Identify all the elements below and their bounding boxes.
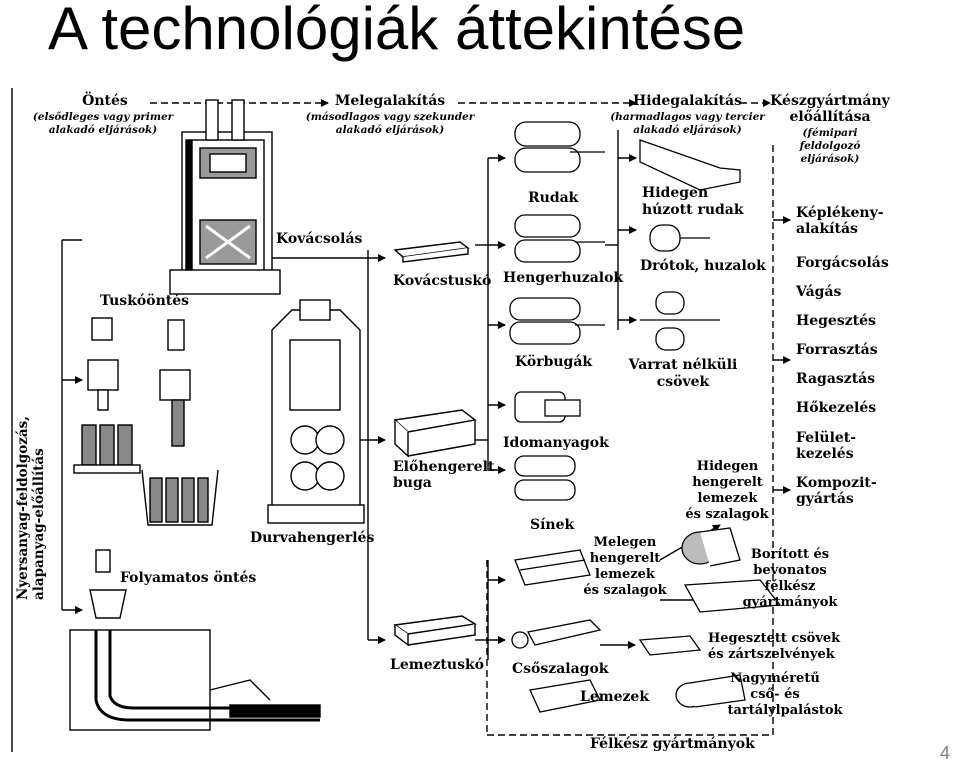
stage-label-hidegalakitas: Hidegalakítás [633, 93, 742, 109]
stage-label-keszgyartmany-2: előállítása [789, 109, 871, 125]
label-hidegen-huzott-2: húzott rudak [642, 202, 744, 218]
stage-sub-melegalakitas-2: alakadó eljárások) [335, 124, 445, 136]
label-boritott-3: félkész [764, 579, 816, 594]
label-elohengerelt-2: buga [393, 475, 432, 491]
label-varrat-nelkuli-1: Varrat nélküli [628, 357, 738, 373]
label-nagymeretu-3: tartálylpalástok [727, 703, 843, 718]
finishing-item-feluletkezeles-1: Felület- [796, 430, 857, 446]
label-sinek: Sínek [530, 517, 575, 533]
stage-sub-keszgyartmany-2: feldolgozó [799, 140, 861, 152]
label-folyamatos-ontes: Folyamatos öntés [120, 570, 257, 586]
label-kovacstusko: Kovácstuskó [393, 273, 492, 289]
stage-sub-melegalakitas-1: (másodlagos vagy szekunder [305, 111, 475, 123]
label-kovacsolas: Kovácsolás [276, 231, 363, 247]
side-label-line-2: alapanyag-előállítás [30, 448, 47, 600]
slide-title: A technológiák áttekintése [48, 0, 746, 62]
label-durvahengerles: Durvahengerlés [250, 530, 375, 546]
label-drotok: Drótok, huzalok [640, 258, 766, 274]
finishing-item-hokezeles: Hőkezelés [796, 400, 877, 416]
label-hideg-lemezek-1: Hidegen [696, 459, 759, 474]
label-lemeztusko: Lemeztuskó [390, 657, 484, 673]
finishing-item-vagas: Vágás [796, 284, 842, 300]
finishing-item-ragasztas: Ragasztás [796, 371, 876, 387]
label-meleg-lemezek-2: hengerelt [589, 551, 661, 566]
stage-label-ontes: Öntés [82, 93, 128, 109]
stage-sub-ontes-1: (elsődleges vagy primer [32, 111, 174, 123]
side-label-line-1: Nyersanyag-feldolgozás, [15, 416, 31, 600]
finishing-item-kepleken-1: Képlékeny- [796, 205, 884, 221]
label-meleg-lemezek-4: és szalagok [583, 583, 667, 598]
label-meleg-lemezek-1: Melegen [593, 535, 657, 550]
side-label: Nyersanyag-feldolgozás, alapanyag-előáll… [15, 416, 47, 600]
stage-sub-hidegalakitas-2: alakadó eljárások) [633, 124, 742, 136]
label-hideg-lemezek-4: és szalagok [685, 507, 769, 522]
label-boritott-2: bevonatos [753, 563, 827, 578]
label-csoszalagok: Csőszalagok [512, 661, 609, 677]
label-varrat-nelkuli-2: csövek [656, 374, 710, 390]
label-meleg-lemezek-3: lemezek [595, 567, 655, 582]
label-lemezek: Lemezek [580, 689, 650, 705]
label-rudak: Rudak [528, 190, 579, 206]
finishing-item-kompozit-2: gyártás [796, 491, 854, 507]
label-boritott-1: Borított és [750, 547, 830, 562]
stage-label-keszgyartmany-1: Készgyártmány [770, 93, 890, 109]
label-tuskoontes: Tuskóöntés [100, 293, 190, 309]
label-hengerhuzalok: Hengerhuzalok [503, 270, 624, 286]
finishing-item-forgacsolas: Forgácsolás [796, 255, 889, 271]
label-hideg-lemezek-2: hengerelt [692, 475, 763, 490]
label-nagymeretu-2: cső- és [750, 687, 800, 702]
label-nagymeretu-1: Nagyméretű [730, 671, 820, 686]
label-idomanyagok: Idomanyagok [503, 435, 609, 451]
label-hidegen-huzott-1: Hidegen [642, 185, 709, 201]
finishing-item-forrasztas: Forrasztás [796, 342, 878, 358]
finishing-item-kompozit-1: Kompozit- [796, 475, 877, 491]
finishing-item-kepleken-2: alakítás [796, 221, 858, 237]
label-boritott-4: gyártmányok [742, 595, 838, 610]
finishing-item-hegesztes: Hegesztés [796, 313, 876, 329]
label-korbugak: Körbugák [515, 354, 593, 370]
stage-sub-keszgyartmany-1: (fémipari [802, 127, 858, 139]
label-hegesztett-2: és zártszelvények [708, 647, 835, 662]
stage-sub-hidegalakitas-1: (harmadlagos vagy tercier [610, 111, 765, 123]
stage-sub-keszgyartmany-3: eljárások) [800, 153, 860, 165]
label-elohengerelt-1: Előhengerelt [393, 459, 495, 475]
stage-label-melegalakitas: Melegalakítás [334, 93, 446, 109]
finishing-item-feluletkezeles-2: kezelés [796, 446, 854, 462]
label-hideg-lemezek-3: lemezek [697, 491, 758, 506]
page-number: 4 [939, 743, 950, 763]
label-hegesztett-1: Hegesztett csövek [708, 631, 841, 646]
stage-sub-ontes-2: alakadó eljárások) [48, 124, 158, 136]
label-felkesz-gyartmanyok: Félkész gyártmányok [590, 736, 755, 752]
